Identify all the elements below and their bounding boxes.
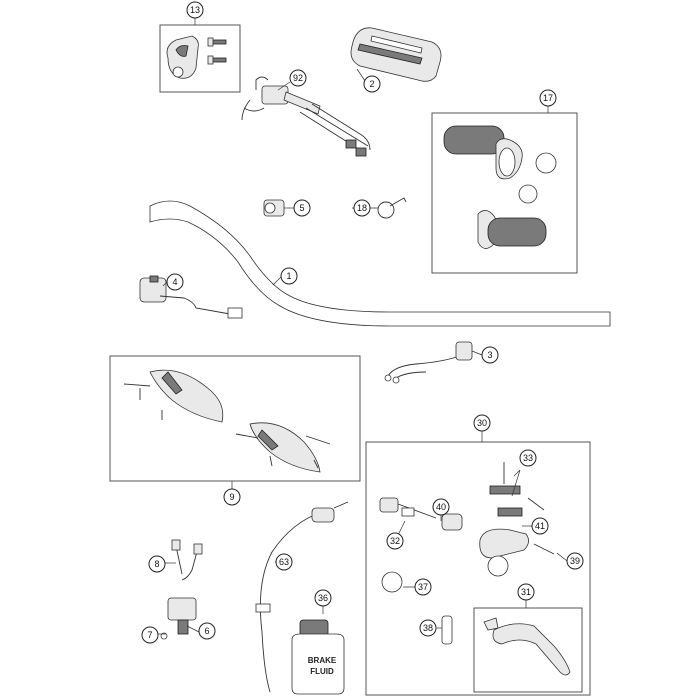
callout-31-label: 31 [521,587,531,597]
cable-tie-18 [377,197,407,219]
callout-7-label: 7 [147,630,152,640]
callout-92: 92 [289,69,307,87]
clamp-5 [263,199,285,217]
grips-17 [443,125,557,249]
callout-39: 39 [566,552,584,570]
callout-18: 18 [353,199,371,217]
hand-guards-9 [123,369,331,473]
callout-6-label: 6 [204,626,209,636]
callout-17-label: 17 [543,93,553,103]
bottle-label-line-2: FLUID [310,667,334,676]
bar-pad-2 [350,27,442,82]
callout-17: 17 [539,89,557,107]
callout-5-label: 5 [299,203,304,213]
callout-38: 38 [419,619,437,637]
brake-fluid-bottle-36: BRAKE FLUID [291,619,345,695]
callout-30-label: 30 [477,418,487,428]
brake-lever-31 [483,617,571,676]
callout-13: 13 [186,1,204,19]
callout-8: 8 [148,555,166,573]
callout-7: 7 [141,626,159,644]
callout-41: 41 [531,517,549,535]
callout-33: 33 [519,449,537,467]
callout-92-label: 92 [293,73,303,83]
group-box-30 [365,441,591,696]
clutch-switch-assembly [160,539,203,640]
group-box-31 [473,607,583,693]
callout-13-label: 13 [190,5,200,15]
callout-3: 3 [481,346,499,364]
left-switch-4 [139,275,243,319]
bottle-label-line-1: BRAKE [308,656,337,665]
master-cylinder-30 [379,462,555,645]
callout-32-label: 32 [390,536,400,546]
callout-33-label: 33 [523,453,533,463]
callout-63: 63 [275,553,293,571]
callout-5: 5 [293,199,311,217]
callout-1-label: 1 [286,271,291,281]
callout-4: 4 [166,273,184,291]
callout-37: 37 [414,578,432,596]
callout-18-label: 18 [357,203,367,213]
callout-39-label: 39 [570,556,580,566]
callout-8-label: 8 [154,559,159,569]
group-box-13 [159,24,241,93]
group-box-17 [431,112,578,274]
callout-3-label: 3 [487,350,492,360]
switch-housing-13 [166,35,227,79]
callout-36: 36 [314,589,332,607]
callout-30: 30 [473,414,491,432]
callout-40: 40 [432,498,450,516]
callout-1: 1 [280,267,298,285]
group-box-9 [109,355,361,482]
callout-38-label: 38 [423,623,433,633]
callout-32: 32 [386,532,404,550]
callout-2: 2 [363,75,381,93]
throttle-cable-92 [241,76,371,157]
handlebar-1 [149,200,611,327]
callout-31: 31 [517,583,535,601]
callout-36-label: 36 [318,593,328,603]
callout-63-label: 63 [279,557,289,567]
callout-9: 9 [223,488,241,506]
callout-9-label: 9 [229,492,234,502]
callout-37-label: 37 [418,582,428,592]
callout-2-label: 2 [369,79,374,89]
callout-40-label: 40 [436,502,446,512]
callout-41-label: 41 [535,521,545,531]
right-switch-3 [384,341,473,384]
hydraulic-line-63 [255,501,349,693]
callout-6: 6 [198,622,216,640]
callout-4-label: 4 [172,277,177,287]
